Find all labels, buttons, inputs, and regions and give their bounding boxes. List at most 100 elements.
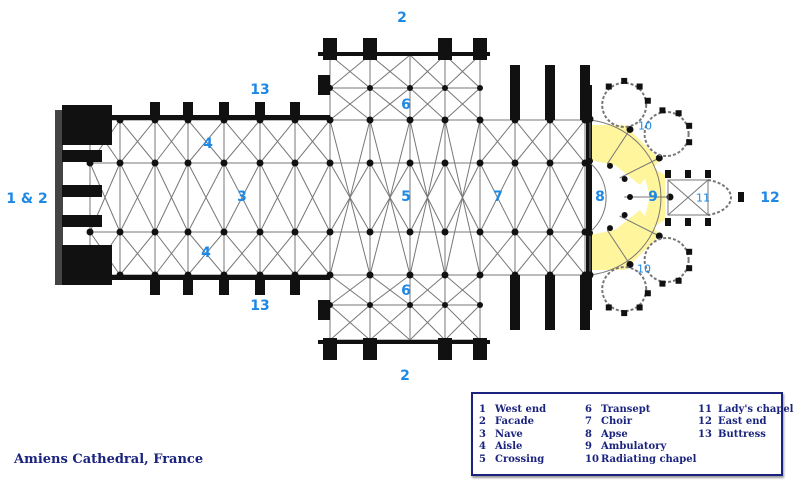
buttress	[510, 65, 520, 120]
ambulatory-rib	[606, 229, 631, 265]
rib-line	[329, 87, 371, 121]
chapel-buttress	[644, 97, 651, 104]
pier	[326, 271, 334, 279]
pier	[581, 159, 589, 167]
rib-line	[259, 119, 296, 164]
pier	[406, 116, 414, 124]
pier	[256, 228, 264, 236]
pier	[476, 228, 484, 236]
pier	[406, 271, 414, 279]
pier	[476, 116, 484, 124]
rib-line	[409, 304, 446, 341]
rib-line	[187, 162, 225, 233]
chapel-buttress	[644, 290, 651, 297]
chapel-buttress	[636, 83, 643, 90]
legend-text: Facade	[495, 416, 534, 428]
pier	[441, 116, 449, 124]
rib-line	[514, 231, 551, 276]
pier	[441, 159, 449, 167]
legend-number: 8	[585, 428, 592, 440]
corner-buttress	[318, 75, 330, 95]
legend-text: Buttress	[718, 428, 766, 440]
buttress	[580, 65, 590, 120]
pier	[366, 228, 374, 236]
rib-line	[479, 231, 516, 276]
rib-line	[444, 119, 481, 276]
rib-line	[329, 274, 371, 306]
ambulatory-rib	[606, 129, 631, 165]
pier	[366, 159, 374, 167]
rib-line	[187, 231, 225, 276]
south-wall	[60, 275, 330, 280]
west-portal	[62, 215, 102, 227]
rib-line	[409, 87, 446, 121]
buttress	[183, 275, 193, 295]
rib-line	[329, 119, 371, 276]
legend-number: 13	[698, 428, 712, 440]
ambulatory-pier	[586, 271, 594, 279]
ambulatory-highlight	[590, 125, 660, 185]
label-apse: 8	[595, 189, 605, 205]
legend-text: Aisle	[495, 441, 523, 453]
legend-number: 4	[479, 441, 486, 453]
pier	[86, 159, 94, 167]
chapel-buttress	[705, 170, 711, 178]
rib-line	[409, 119, 446, 276]
rib-line	[119, 119, 156, 164]
ambulatory-pier	[586, 115, 594, 123]
label-choir: 7	[493, 189, 503, 205]
label-aisle-bottom: 4	[201, 245, 211, 261]
chapel-buttress	[636, 304, 643, 311]
pier	[367, 85, 373, 91]
ambulatory-rib	[619, 215, 660, 237]
buttress	[290, 275, 300, 295]
ambulatory-pier	[626, 261, 634, 269]
west-portal	[62, 150, 102, 162]
label-east-end: 12	[760, 190, 780, 206]
ambulatory-highlight	[590, 210, 660, 270]
rib-line	[409, 54, 446, 89]
pier	[406, 159, 414, 167]
rib-line	[329, 54, 371, 89]
chapel-buttress	[621, 77, 628, 84]
legend-number: 6	[585, 404, 592, 415]
buttress	[255, 102, 265, 120]
buttress	[150, 102, 160, 120]
label-nave: 3	[237, 189, 247, 205]
pier	[291, 228, 299, 236]
buttress	[545, 275, 555, 330]
pier	[220, 228, 228, 236]
rib-line	[369, 54, 411, 89]
rib-line	[479, 162, 516, 233]
apse-pier	[627, 194, 633, 200]
rib-line	[294, 162, 331, 233]
ambulatory-pier	[626, 125, 634, 133]
legend-number: 7	[585, 416, 592, 428]
pier	[151, 159, 159, 167]
rib-line	[549, 231, 586, 276]
rib-line	[369, 304, 411, 341]
pier	[326, 116, 334, 124]
transept-buttress	[363, 38, 377, 60]
legend-text: East end	[718, 416, 767, 428]
label-radiating-top: 10	[638, 119, 652, 133]
pier	[546, 271, 554, 279]
pier	[442, 85, 448, 91]
rib-line	[187, 119, 225, 164]
chapel-buttress	[621, 310, 628, 317]
transept-buttress	[363, 338, 377, 360]
pier	[407, 85, 413, 91]
pier	[327, 302, 333, 308]
pier	[220, 159, 228, 167]
buttress	[183, 102, 193, 120]
apse-pier	[621, 176, 628, 182]
pier	[256, 271, 264, 279]
